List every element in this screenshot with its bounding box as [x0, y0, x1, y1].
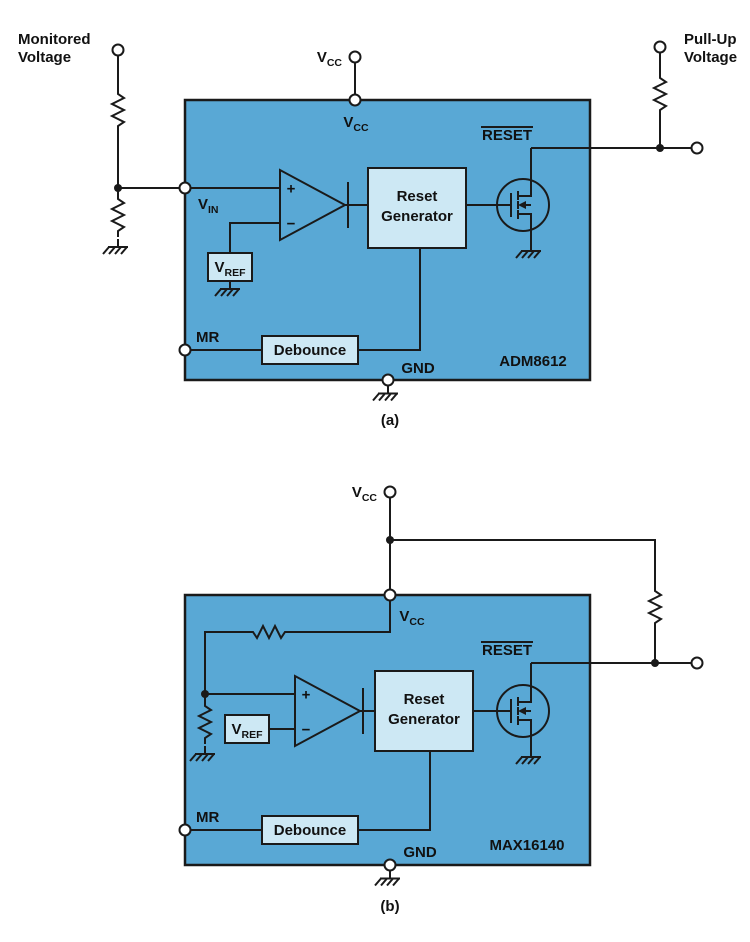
vcc-base: V — [317, 49, 327, 66]
reset-generator-box-a — [367, 167, 467, 249]
vcc-sub: CC — [353, 122, 369, 134]
pullup-resistor-b — [648, 584, 662, 630]
vcc-sub: CC — [327, 57, 343, 69]
vin-pin — [178, 181, 192, 195]
caption-b: (b) — [380, 898, 399, 915]
vcc-sub: CC — [409, 616, 425, 628]
comparator-minus-sign-b: − — [302, 722, 311, 739]
debounce-wire-b — [358, 751, 431, 831]
gnd-label-b: GND — [403, 844, 437, 861]
reset-generator-label-line1-a: Reset — [397, 188, 438, 205]
debounce-wire-a — [358, 248, 421, 351]
part-number-b: MAX16140 — [489, 837, 564, 854]
pullup-voltage-label-line2: Voltage — [684, 49, 737, 66]
mr-label-a: MR — [196, 329, 219, 346]
vref-label-a: VREF — [214, 259, 246, 279]
pullup-wire-b — [390, 539, 656, 663]
comparator-minus-sign-a: − — [287, 216, 296, 233]
part-number-a: ADM8612 — [499, 353, 567, 370]
reset-generator-box-b — [374, 670, 474, 752]
mr-pin-b — [178, 823, 192, 837]
vcc-base: V — [352, 484, 362, 501]
gnd-ground-a — [372, 384, 399, 402]
vcc-base: V — [343, 114, 353, 131]
vin-sub: IN — [208, 204, 219, 216]
vref-sub: REF — [242, 729, 264, 741]
comparator-minus-wire-a — [229, 222, 280, 253]
gnd-pin-a — [381, 373, 395, 387]
vcc-sub: CC — [362, 492, 378, 504]
monitored-voltage-wire — [117, 55, 180, 193]
vcc-internal-label-b: VCC — [399, 608, 425, 628]
vref-label-b: VREF — [231, 721, 263, 741]
reset-node-b — [651, 659, 659, 667]
vref-base: V — [214, 259, 224, 276]
vcc-terminal-a — [348, 50, 362, 64]
reset-terminal-a — [690, 141, 704, 155]
vcc-pin-a — [348, 93, 362, 107]
debounce-box-a — [261, 335, 359, 365]
gnd-pin-b — [383, 858, 397, 872]
reset-generator-label-line2-b: Generator — [388, 711, 460, 728]
vin-label: VIN — [198, 196, 219, 216]
diagram-b: VCC VCC + − VREF Reset Generator — [178, 484, 704, 915]
monitored-voltage-label-line1: Monitored — [18, 31, 91, 48]
reset-generator-label-line2-a: Generator — [381, 208, 453, 225]
vcc-base: V — [399, 608, 409, 625]
vin-base: V — [198, 196, 208, 213]
divider-bottom-resistor — [111, 192, 125, 238]
divider-node — [114, 184, 122, 192]
vcc-pin-b — [383, 588, 397, 602]
debounce-label-b: Debounce — [274, 822, 347, 839]
monitored-voltage-terminal — [111, 43, 125, 57]
comparator-plus-sign-b: + — [302, 687, 311, 704]
vcc-sense-wire-b — [204, 600, 391, 694]
vcc-external-label-b: VCC — [352, 484, 378, 504]
reset-label-a: RESET — [482, 127, 532, 144]
vref-base: V — [231, 721, 241, 738]
reset-label-b: RESET — [482, 642, 532, 659]
pullup-voltage-terminal — [653, 40, 667, 54]
pullup-resistor — [653, 71, 667, 117]
debounce-box-b — [261, 815, 359, 845]
reset-terminal-b — [690, 656, 704, 670]
divider-top-resistor — [111, 87, 125, 133]
vref-sub: REF — [225, 267, 247, 279]
vref-box-a — [207, 252, 253, 282]
caption-a: (a) — [381, 412, 399, 429]
vcc-terminal-b — [383, 485, 397, 499]
reset-generator-label-line1-b: Reset — [404, 691, 445, 708]
mr-pin-a — [178, 343, 192, 357]
vcc-external-label-a: VCC — [317, 49, 343, 69]
reset-node-a — [656, 144, 664, 152]
pullup-voltage-label-line1: Pull-Up — [684, 31, 737, 48]
mr-label-b: MR — [196, 809, 219, 826]
diagram-a: Monitored Voltage VCC VCC Pull-Up Voltag… — [18, 31, 737, 429]
vref-box-b — [224, 714, 270, 744]
debounce-label-a: Debounce — [274, 342, 347, 359]
gnd-label-a: GND — [401, 360, 435, 377]
monitored-voltage-label-line2: Voltage — [18, 49, 71, 66]
gnd-ground-b — [374, 869, 401, 887]
divider-ground — [102, 238, 129, 255]
vcc-internal-label-a: VCC — [343, 114, 369, 134]
comparator-plus-sign-a: + — [287, 181, 296, 198]
